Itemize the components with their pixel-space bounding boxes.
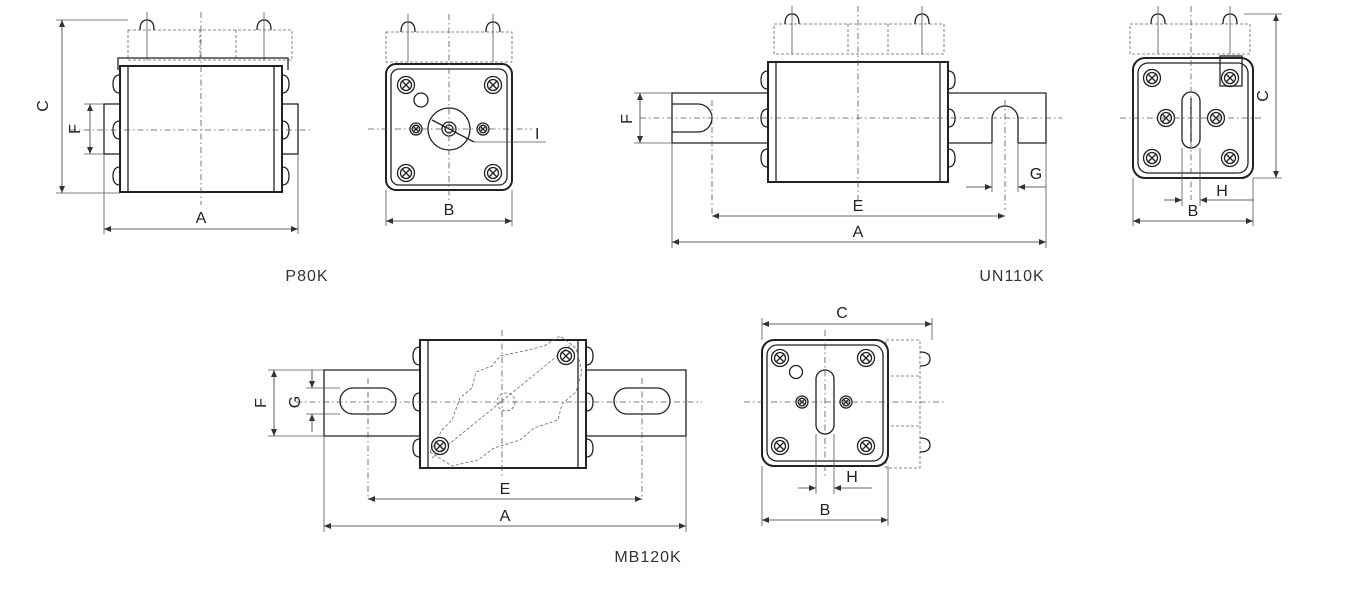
un110k-dim-g: G xyxy=(1030,166,1042,183)
screw-icon xyxy=(430,436,450,456)
screw-icon xyxy=(770,348,790,368)
p80k-side-view: C F A xyxy=(35,12,312,234)
caption-p80k: P80K xyxy=(285,268,328,285)
un110k-dim-b: B xyxy=(1188,203,1199,220)
un110k-dim-f: F xyxy=(619,114,636,124)
p80k-dim-b: B xyxy=(444,202,455,219)
mb120k-dim-b: B xyxy=(820,502,831,519)
screw-icon xyxy=(1142,68,1162,88)
p80k-dim-c: C xyxy=(35,100,52,112)
p80k-dim-i: I xyxy=(535,126,539,143)
p80k-end-view: I B xyxy=(368,14,546,226)
screw-icon xyxy=(483,163,503,183)
indicator-hole-icon xyxy=(788,364,804,380)
p80k-dim-a: A xyxy=(196,210,207,227)
p80k-terminal-left xyxy=(103,103,121,155)
mb120k-dim-c: C xyxy=(836,305,848,322)
mb120k-dim-f: F xyxy=(253,398,270,408)
screw-icon xyxy=(556,346,576,366)
un110k-fuse-body xyxy=(767,61,949,183)
un110k-handle-outline xyxy=(773,23,945,55)
mb120k-internal-element xyxy=(429,335,583,467)
un110k-dim-h: H xyxy=(1216,183,1228,200)
un110k-dim-e: E xyxy=(853,198,864,215)
p80k-dim-f: F xyxy=(67,124,84,134)
mb120k-dim-e: E xyxy=(500,481,511,498)
screw-icon xyxy=(856,348,876,368)
un110k-end-view: C H B xyxy=(1120,6,1282,226)
mb120k-end-view: C H B xyxy=(744,305,944,526)
p80k-terminal-right xyxy=(281,103,299,155)
un110k-dim-c: C xyxy=(1255,90,1272,102)
screw-icon xyxy=(770,436,790,456)
mb120k-dim-a: A xyxy=(500,508,511,525)
un110k-dim-a: A xyxy=(853,224,864,241)
mb120k-end-handle-outline xyxy=(885,339,921,469)
mb120k-dim-g: G xyxy=(287,396,304,408)
screw-icon xyxy=(396,163,416,183)
screw-icon xyxy=(1220,68,1240,88)
indicator-hole-icon xyxy=(413,92,429,108)
un110k-side-view: F G E A xyxy=(619,6,1062,248)
mb120k-side-view: F G E A xyxy=(253,330,702,532)
caption-mb120k: MB120K xyxy=(614,549,681,566)
screw-icon xyxy=(396,75,416,95)
caption-un110k: UN110K xyxy=(979,268,1044,285)
mb120k-blade-right xyxy=(586,369,687,437)
screw-icon xyxy=(1142,148,1162,168)
screw-icon xyxy=(483,75,503,95)
mb120k-blade-left xyxy=(323,369,420,437)
mb120k-dim-h: H xyxy=(846,469,858,486)
un110k-end-handle-outline xyxy=(1129,23,1251,55)
screw-icon xyxy=(1220,148,1240,168)
p80k-handle-outline xyxy=(127,29,293,61)
mb120k-fuse-body xyxy=(419,339,587,469)
screw-icon xyxy=(856,436,876,456)
